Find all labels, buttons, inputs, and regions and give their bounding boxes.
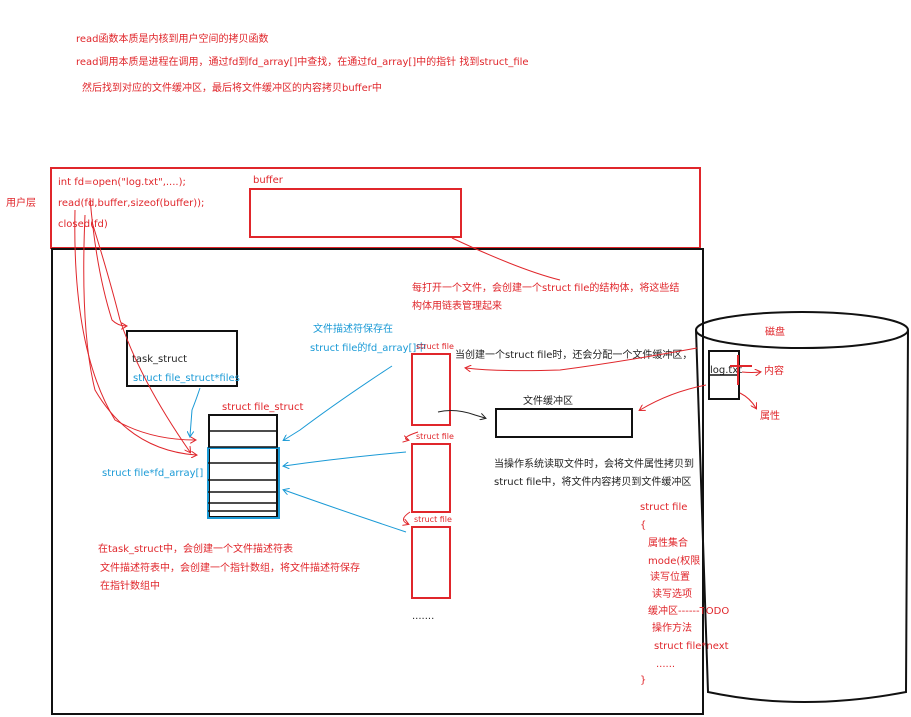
def-line-10: } <box>640 675 647 686</box>
struct-file-label-3: struct file <box>414 515 452 524</box>
def-line-1: { <box>640 520 647 531</box>
fd-note-line-2: struct file的fd_array[]中 <box>310 343 427 354</box>
fd-table-note-3: 在指针数组中 <box>100 581 160 592</box>
copy-note-line-1: 当操作系统读取文件时，会将文件属性拷贝到 <box>494 459 694 470</box>
def-line-6: 缓冲区------TODO <box>648 606 730 617</box>
task-struct-box <box>126 330 238 387</box>
user-layer-label: 用户层 <box>6 198 36 209</box>
fd-array-rows <box>208 430 278 512</box>
struct-file-box-3 <box>411 526 451 599</box>
open-note-line-2: 构体用链表管理起来 <box>412 301 502 312</box>
disk-content-label: 内容 <box>764 366 784 377</box>
note-line-3: 然后找到对应的文件缓冲区，最后将文件缓冲区的内容拷贝buffer中 <box>82 83 382 94</box>
disk-attr-label: 属性 <box>760 411 780 422</box>
def-line-8: struct file*next <box>654 641 729 652</box>
open-note-line-1: 每打开一个文件，会创建一个struct file的结构体，将这些结 <box>412 283 680 294</box>
code-open: int fd=open("log.txt",....); <box>58 177 186 188</box>
fd-array-highlight <box>207 447 280 519</box>
disk-label: 磁盘 <box>765 327 785 338</box>
disk-file-name: log.txt <box>710 365 743 376</box>
file-struct-title: struct file_struct <box>222 402 304 413</box>
fd-table-note-1: 在task_struct中，会创建一个文件描述符表 <box>98 544 294 555</box>
buffer-label: buffer <box>253 175 283 186</box>
task-struct-files-field: struct file_struct*files <box>133 373 240 384</box>
task-struct-title: task_struct <box>132 354 188 365</box>
note-line-2: read调用本质是进程在调用，通过fd到fd_array[]中查找，在通过fd_… <box>76 57 529 68</box>
struct-file-label-2: struct file <box>416 432 454 441</box>
def-line-2: 属性集合 <box>648 538 688 549</box>
file-buffer-label: 文件缓冲区 <box>523 396 573 407</box>
kernel-area <box>51 248 704 715</box>
def-line-9: ...... <box>656 659 676 670</box>
buffer-box <box>249 188 462 238</box>
fd-array-label: struct file*fd_array[] <box>102 468 204 479</box>
def-line-7: 操作方法 <box>652 623 692 634</box>
struct-file-label-1: struct file <box>416 342 454 351</box>
struct-file-ellipsis: ....... <box>412 611 435 622</box>
struct-file-box-2 <box>411 443 451 513</box>
def-line-5: 读写选项 <box>652 589 692 600</box>
fd-note-line-1: 文件描述符保存在 <box>313 324 393 335</box>
note-line-1: read函数本质是内核到用户空间的拷贝函数 <box>76 34 269 45</box>
buffer-alloc-note: 当创建一个struct file时，还会分配一个文件缓冲区， <box>455 350 693 361</box>
fd-table-note-2: 文件描述符表中，会创建一个指针数组，将文件描述符保存 <box>100 563 360 574</box>
copy-note-line-2: struct file中，将文件内容拷贝到文件缓冲区 <box>494 477 692 488</box>
struct-file-box-1 <box>411 353 451 426</box>
disk-cylinder <box>695 311 909 703</box>
def-line-4: 读写位置 <box>650 572 690 583</box>
code-close: closed(fd) <box>58 219 108 230</box>
file-buffer-box <box>495 408 633 438</box>
code-read: read(fd,buffer,sizeof(buffer)); <box>58 198 205 209</box>
def-line-3: mode(权限 <box>648 556 701 567</box>
def-line-0: struct file <box>640 502 688 513</box>
